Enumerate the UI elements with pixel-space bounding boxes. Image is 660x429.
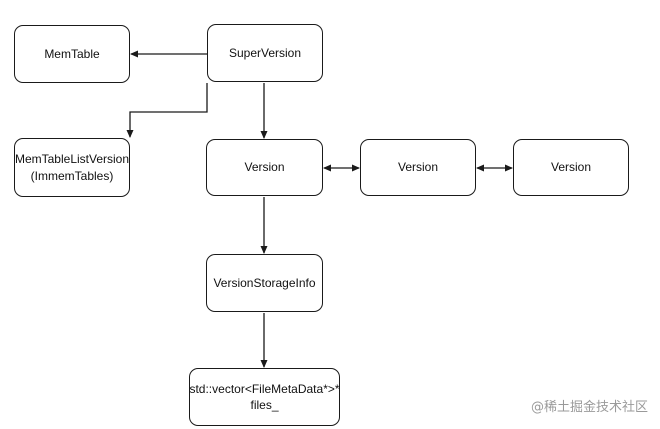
superversion-node: SuperVersion [207,24,323,82]
watermark-text: @稀土掘金技术社区 [530,400,648,415]
version-node-3: Version [513,139,629,196]
arrow-superversion-to-memtablelist [126,83,208,138]
memtable-label: MemTable [44,46,100,61]
version-node-1: Version [206,139,323,196]
version-label-3: Version [550,160,592,175]
files-vector-type-label: std::vector<FileMetaData*>* [189,381,340,396]
files-vector-node: std::vector<FileMetaData*>* files_ [189,368,340,426]
superversion-label: SuperVersion [228,45,302,60]
memtablelistversion-label: MemTableListVersion [14,152,130,167]
versionstorageinfo-label: VersionStorageInfo [213,275,316,290]
version-node-2: Version [360,139,476,196]
version-label-1: Version [244,160,285,175]
memtable-node: MemTable [14,25,130,83]
files-vector-name-label: files_ [250,398,279,412]
memtablelistversion-node: MemTableListVersion (ImmemTables) [14,138,130,197]
versionstorageinfo-node: VersionStorageInfo [206,254,323,312]
version-label-2: Version [397,160,439,175]
immemtables-label: (ImmemTables) [30,168,114,183]
